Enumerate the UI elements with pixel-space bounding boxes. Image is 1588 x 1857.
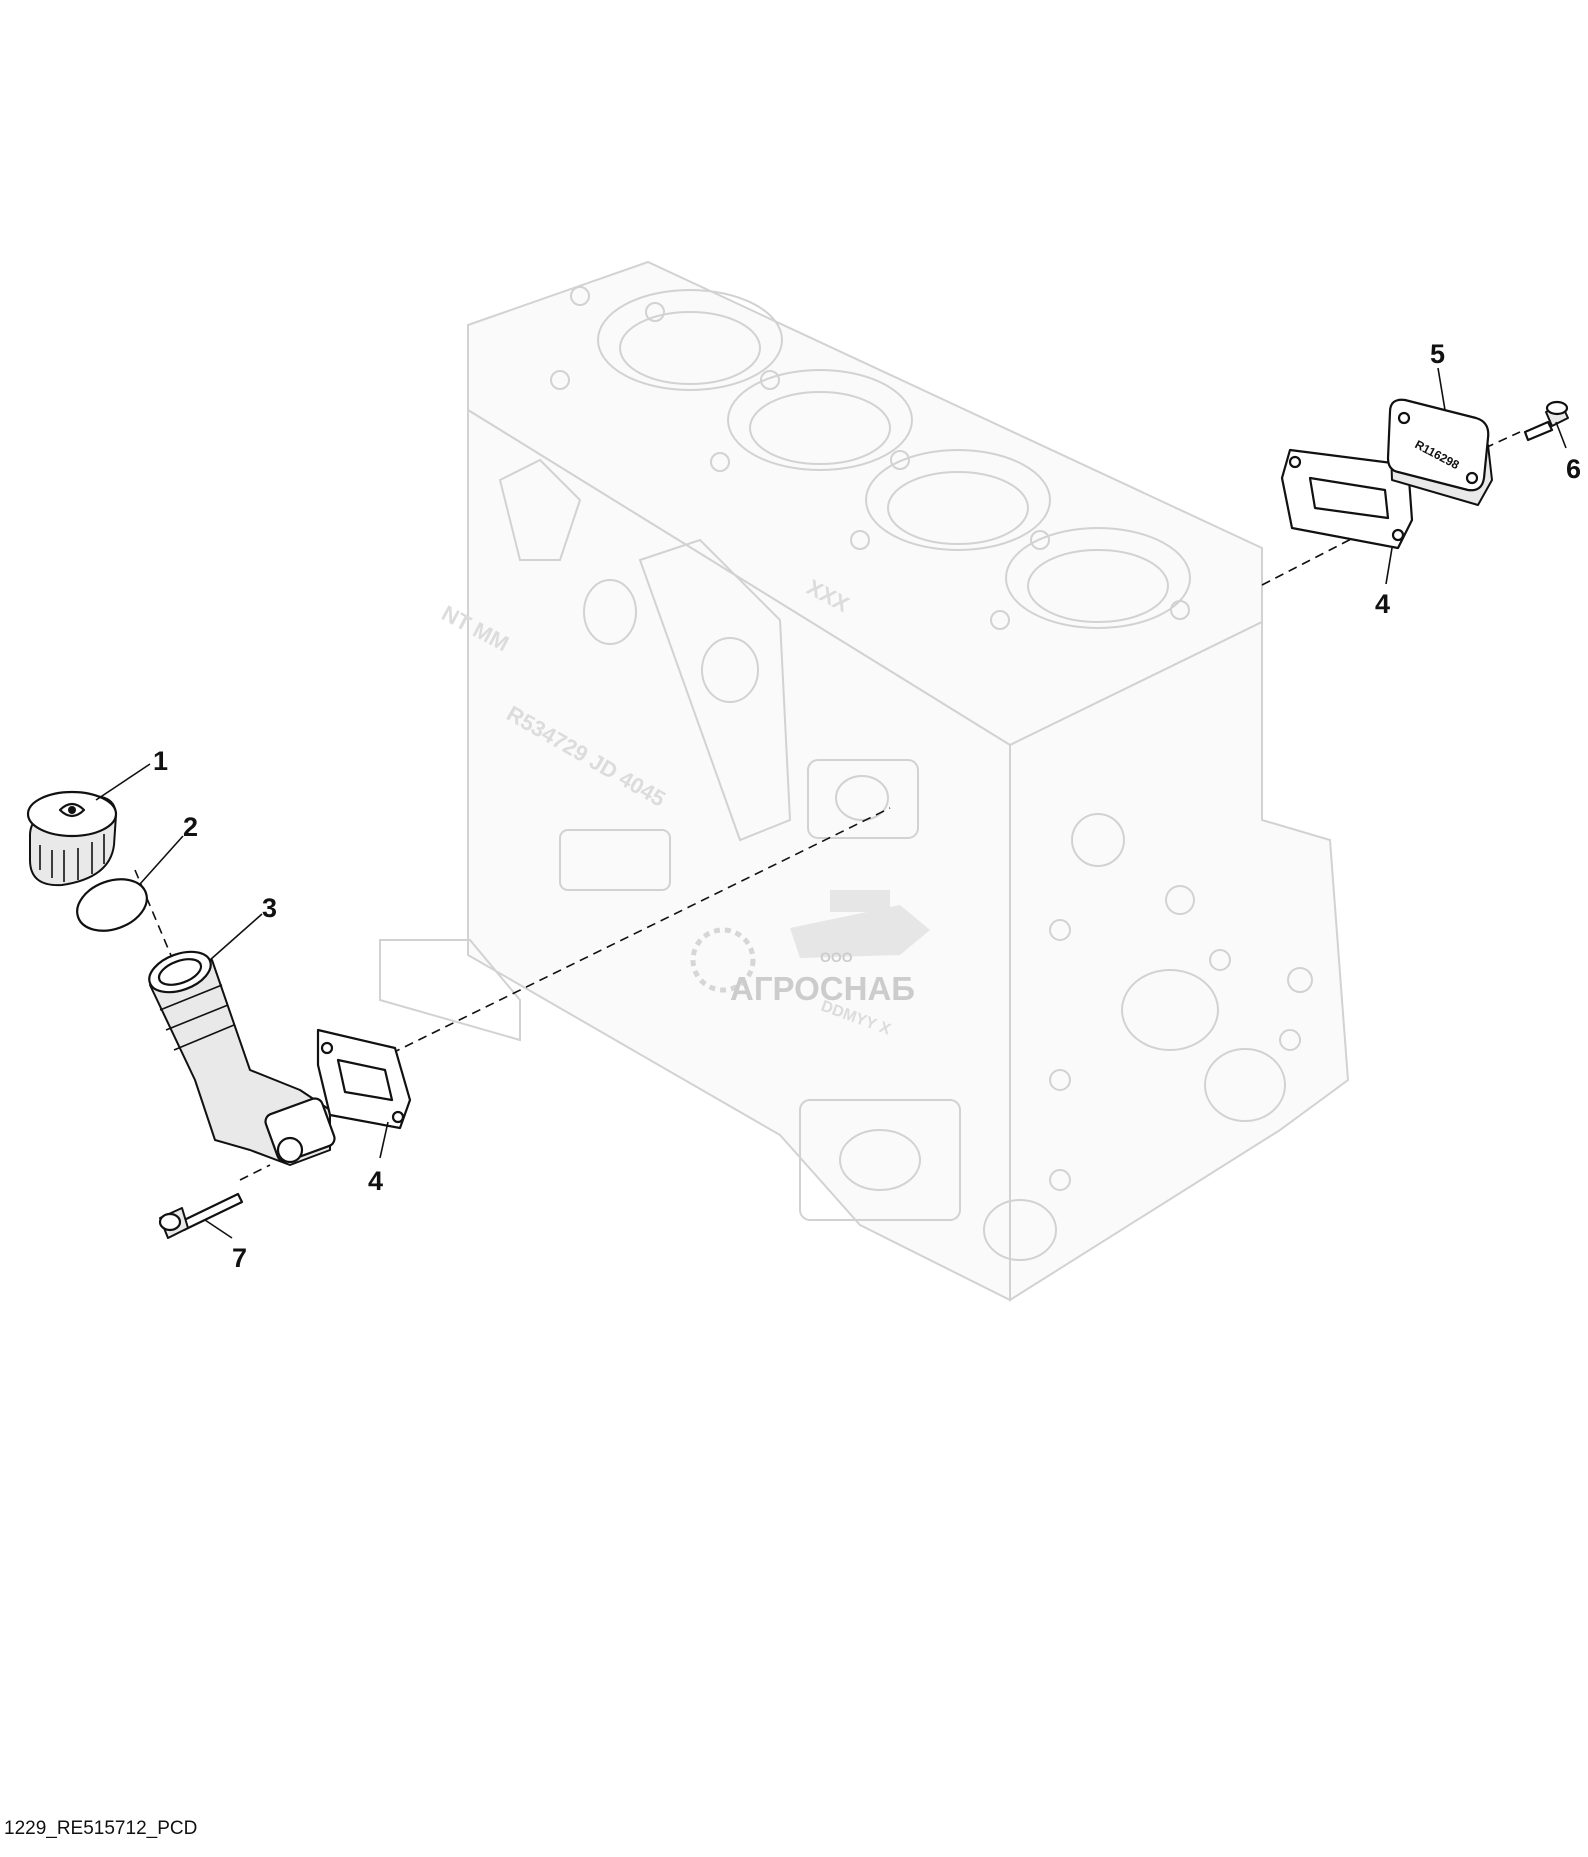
bolt-small [1523,400,1569,442]
cover-plate: R116298 [1386,398,1493,506]
callout-6: 6 [1566,454,1581,484]
callouts: 1 2 3 5 6 4 4 7 [153,339,1581,1273]
callout-2: 2 [183,812,198,842]
watermark-brand-text: АГРОСНАБ [730,970,915,1007]
drawing-code-label: 1229_RE515712_PCD [4,1818,198,1839]
callout-3: 3 [262,893,277,923]
callout-7: 7 [232,1243,247,1273]
engine-block-ghost: XXX R534729 JD 4045 NT MM DDMYY X [379,260,1350,1302]
callout-4-left: 4 [368,1166,383,1196]
gasket-left [316,1028,412,1130]
leader-lines [95,367,1567,1239]
callout-5: 5 [1430,339,1445,369]
seal-ring [76,878,148,932]
bolt-long [158,1192,244,1239]
callout-4-right: 4 [1375,589,1390,619]
callout-1: 1 [153,746,168,776]
gasket-right [1280,448,1414,550]
filler-neck [148,950,336,1166]
watermark-small-text: ООО [820,949,853,965]
filler-cap [26,790,118,887]
watermark-logo: ООО АГРОСНАБ [690,890,930,1007]
